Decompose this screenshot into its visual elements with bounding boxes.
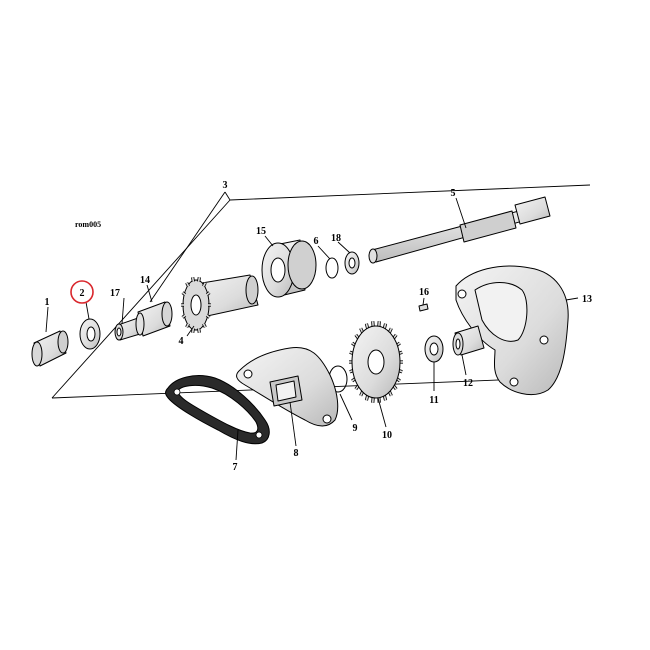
label-16[interactable]: 16 <box>419 287 429 298</box>
label-15[interactable]: 15 <box>256 226 266 237</box>
label-4[interactable]: 4 <box>179 336 184 347</box>
diagram-code: rom005 <box>75 220 101 229</box>
part-13-housing[interactable] <box>455 265 569 395</box>
part-16-pin[interactable] <box>418 303 429 312</box>
part-18-washer[interactable] <box>344 251 360 275</box>
gear-tooth <box>202 282 207 287</box>
part-6-retaining-ring[interactable] <box>325 257 339 279</box>
part-8-cover-plate[interactable] <box>236 346 339 427</box>
part-11-washer[interactable] <box>424 335 444 363</box>
gear-tooth <box>202 323 207 328</box>
part-4-pinion-gear[interactable] <box>181 274 259 334</box>
part-14-sleeve[interactable] <box>135 301 173 337</box>
part-2-washer[interactable] <box>79 318 101 350</box>
gear-tooth <box>206 291 210 296</box>
gear-tooth <box>182 314 186 319</box>
label-17[interactable]: 17 <box>110 288 120 299</box>
gear-tooth <box>185 323 190 328</box>
label-1[interactable]: 1 <box>45 297 50 308</box>
part-1-bearing[interactable] <box>31 330 69 367</box>
part-12-bushing[interactable] <box>452 325 485 356</box>
part-5-shaft[interactable] <box>368 196 551 264</box>
gear-tooth <box>197 277 201 282</box>
label-5[interactable]: 5 <box>451 188 456 199</box>
gear-tooth <box>185 282 190 287</box>
label-2[interactable]: 2 <box>80 288 85 299</box>
label-6[interactable]: 6 <box>314 236 319 247</box>
label-12[interactable]: 12 <box>463 378 473 389</box>
part-17-bushing[interactable] <box>114 317 141 341</box>
gear-tooth <box>197 328 201 333</box>
label-13[interactable]: 13 <box>582 294 592 305</box>
label-14[interactable]: 14 <box>140 275 150 286</box>
assembly-outline <box>229 184 591 201</box>
label-3[interactable]: 3 <box>223 180 228 191</box>
label-8[interactable]: 8 <box>294 448 299 459</box>
part-7-gasket[interactable] <box>165 375 270 445</box>
label-11[interactable]: 11 <box>429 395 438 406</box>
label-7[interactable]: 7 <box>233 462 238 473</box>
label-10[interactable]: 10 <box>382 430 392 441</box>
part-15-clutch-drum[interactable] <box>261 239 317 298</box>
highlight-circle <box>70 280 94 304</box>
leader-lines <box>45 191 579 461</box>
label-18[interactable]: 18 <box>331 233 341 244</box>
gear-tooth <box>191 328 195 333</box>
part-labels: 1 2 3 4 5 6 7 8 9 10 11 12 13 14 15 16 1… <box>45 180 593 473</box>
gear-tooth <box>206 314 210 319</box>
gear-tooth <box>182 291 186 296</box>
assembly-outline-left <box>51 199 231 399</box>
label-9[interactable]: 9 <box>353 423 358 434</box>
part-10-gear[interactable] <box>349 321 403 403</box>
gear-tooth <box>191 277 195 282</box>
